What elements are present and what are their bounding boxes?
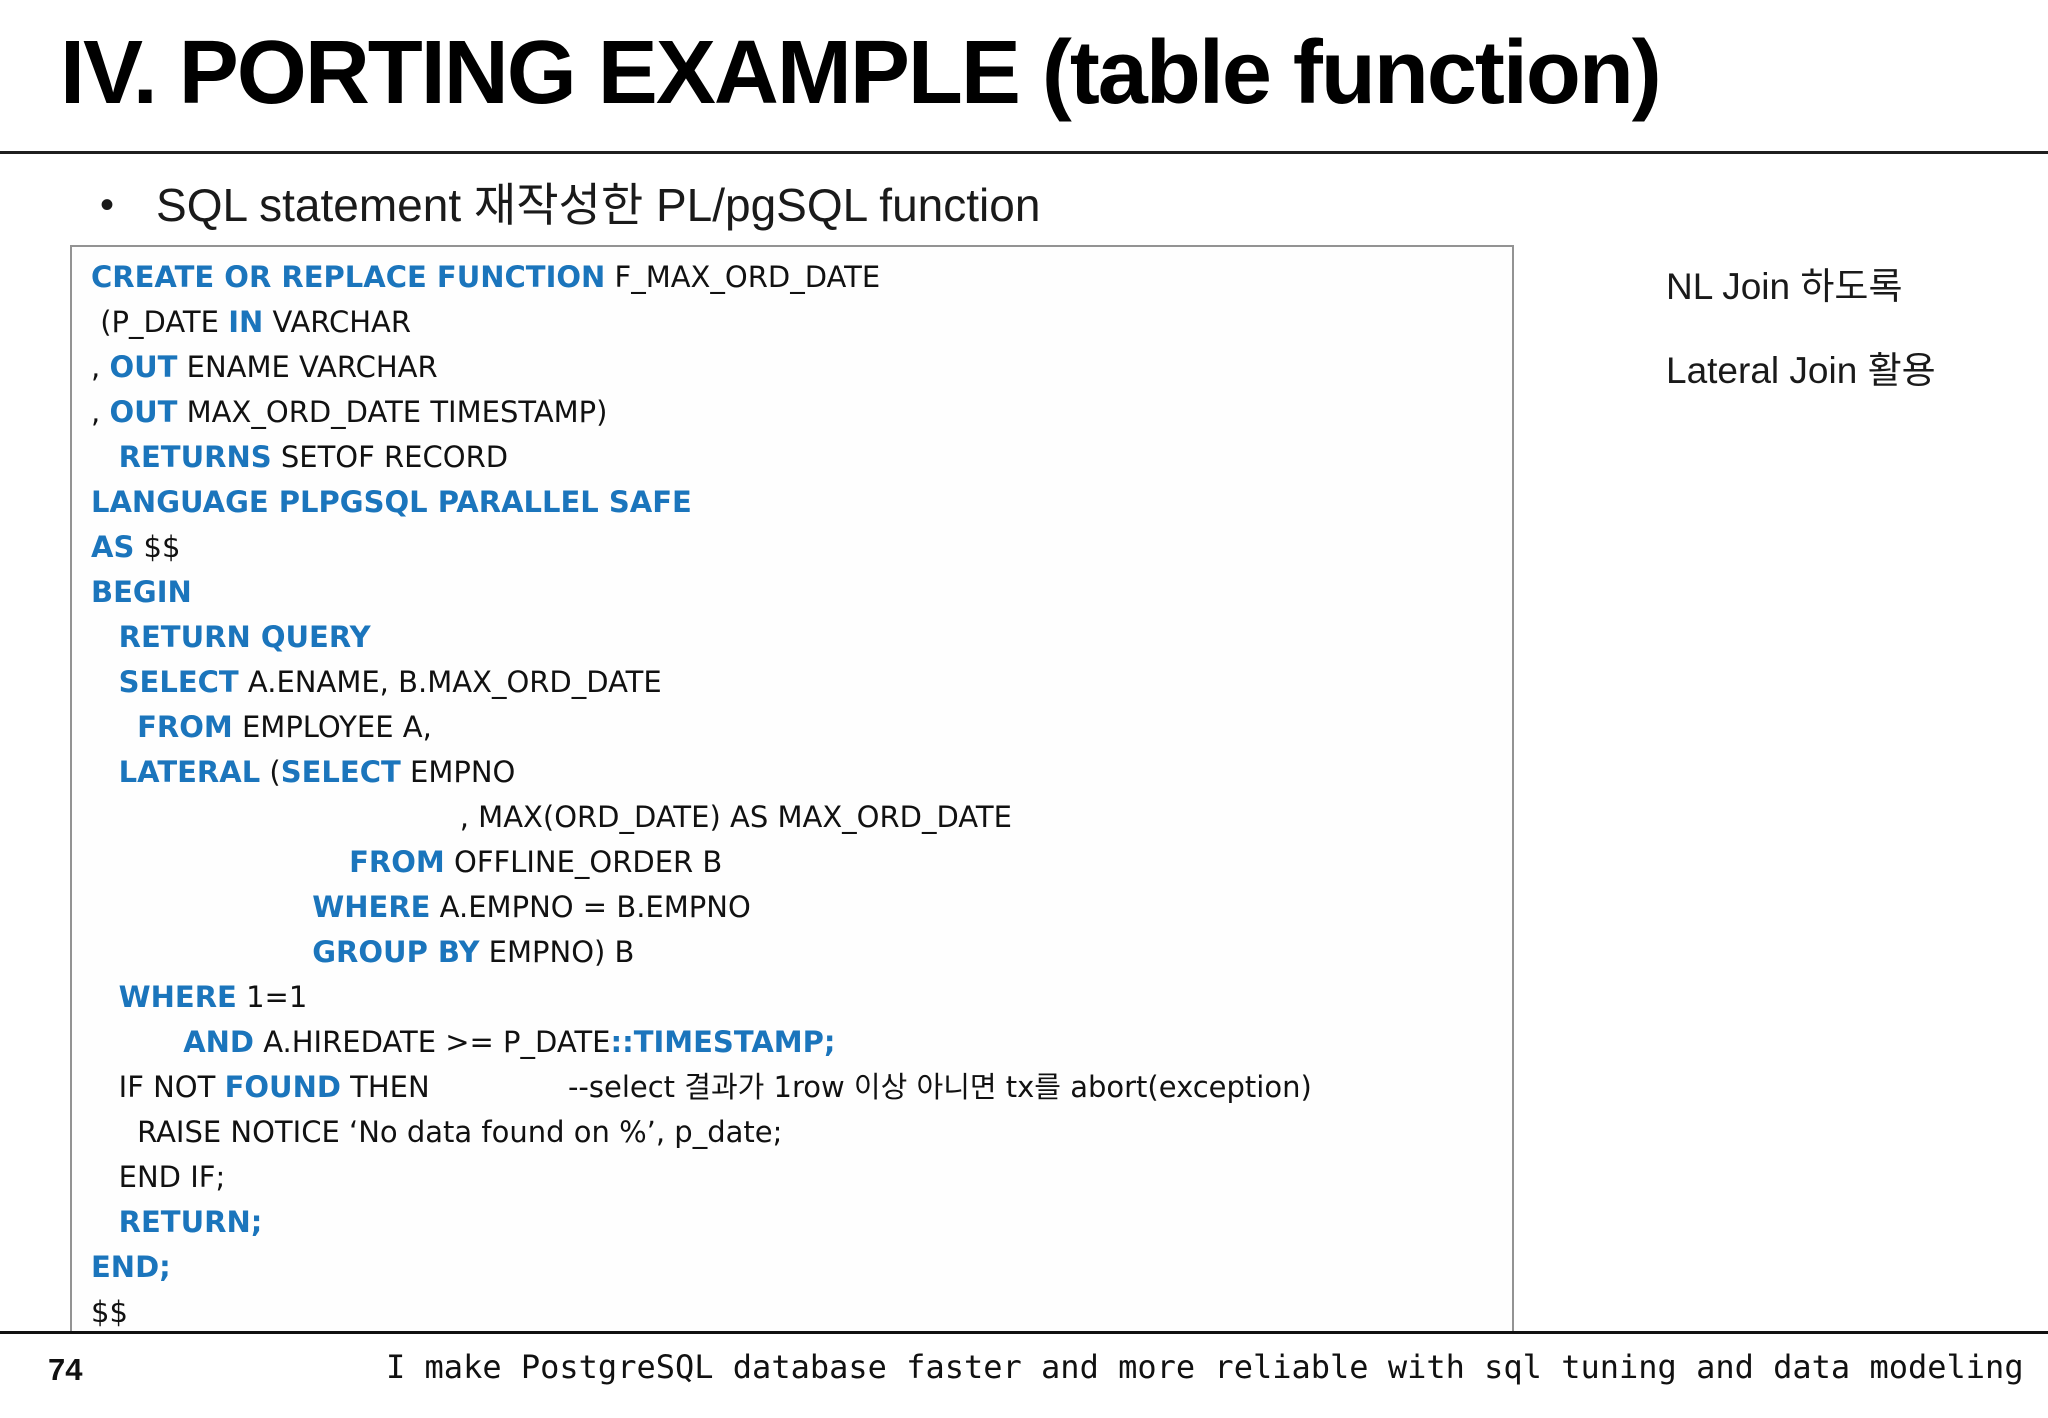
code-keyword: IN	[228, 305, 264, 339]
code-line: FROM OFFLINE_ORDER B	[91, 840, 1512, 885]
code-line: (P_DATE IN VARCHAR	[91, 300, 1512, 345]
code-keyword: FOUND	[224, 1070, 341, 1104]
code-text: OFFLINE_ORDER B	[444, 845, 723, 879]
code-text	[91, 935, 312, 969]
code-text: THEN --select 결과가 1row 이상 아니면 tx를 abort(…	[340, 1070, 1312, 1104]
code-line: LATERAL (SELECT EMPNO	[91, 750, 1512, 795]
code-text: A.HIREDATE >= P_DATE	[253, 1025, 611, 1059]
code-text: F_MAX_ORD_DATE	[605, 260, 881, 294]
code-text: (P_DATE	[91, 305, 229, 339]
code-keyword: END;	[91, 1250, 171, 1284]
footer-tagline: I make PostgreSQL database faster and mo…	[386, 1348, 2024, 1386]
code-text: VARCHAR	[263, 305, 412, 339]
code-keyword: LATERAL	[118, 755, 261, 789]
code-line: AS $$	[91, 525, 1512, 570]
page-title: IV. PORTING EXAMPLE (table function)	[60, 23, 1662, 123]
code-text	[91, 755, 119, 789]
code-text: RAISE NOTICE ‘No data found on %’, p_dat…	[91, 1115, 783, 1149]
code-keyword: WHERE	[312, 890, 431, 924]
code-text: , MAX(ORD_DATE) AS MAX_ORD_DATE	[91, 800, 1012, 834]
code-text	[91, 440, 119, 474]
code-text	[91, 890, 312, 924]
code-line: BEGIN	[91, 570, 1512, 615]
code-keyword: RETURN;	[118, 1205, 263, 1239]
code-line: FROM EMPLOYEE A,	[91, 705, 1512, 750]
code-line: GROUP BY EMPNO) B	[91, 930, 1512, 975]
code-line: RETURN QUERY	[91, 615, 1512, 660]
code-keyword: AS	[91, 530, 135, 564]
code-text: A.ENAME, B.MAX_ORD_DATE	[238, 665, 662, 699]
code-keyword: AND	[183, 1025, 254, 1059]
footer-divider	[0, 1331, 2048, 1334]
code-line: RAISE NOTICE ‘No data found on %’, p_dat…	[91, 1110, 1512, 1155]
code-keyword: GROUP BY	[312, 935, 480, 969]
code-lines-container: CREATE OR REPLACE FUNCTION F_MAX_ORD_DAT…	[72, 247, 1512, 1333]
code-text	[91, 710, 137, 744]
code-keyword: FROM	[349, 845, 445, 879]
code-keyword: FROM	[137, 710, 233, 744]
code-text	[91, 665, 119, 699]
code-line: END IF;	[91, 1155, 1512, 1200]
code-line: , MAX(ORD_DATE) AS MAX_ORD_DATE	[91, 795, 1512, 840]
code-text	[91, 980, 119, 1014]
bullet-marker: •	[100, 183, 115, 227]
code-line: RETURN;	[91, 1200, 1512, 1245]
code-line: IF NOT FOUND THEN --select 결과가 1row 이상 아…	[91, 1065, 1512, 1110]
title-divider	[0, 151, 2048, 154]
code-line: RETURNS SETOF RECORD	[91, 435, 1512, 480]
code-line: END;	[91, 1245, 1512, 1290]
code-text	[91, 1025, 183, 1059]
code-text: MAX_ORD_DATE TIMESTAMP)	[177, 395, 608, 429]
code-text: 1=1	[236, 980, 308, 1014]
code-text	[91, 1205, 119, 1239]
code-keyword: OUT	[109, 350, 178, 384]
page-number: 74	[48, 1352, 83, 1387]
code-keyword: SELECT	[118, 665, 239, 699]
code-line: $$	[91, 1290, 1512, 1333]
code-keyword: RETURNS	[118, 440, 272, 474]
code-keyword: SELECT	[280, 755, 401, 789]
code-text: EMPNO	[400, 755, 516, 789]
code-keyword: LANGUAGE PLPGSQL PARALLEL SAFE	[91, 485, 692, 519]
code-text: ENAME VARCHAR	[177, 350, 438, 384]
code-text: EMPLOYEE A,	[232, 710, 432, 744]
code-text: A.EMPNO = B.EMPNO	[430, 890, 751, 924]
code-keyword: ::TIMESTAMP;	[610, 1025, 836, 1059]
bullet-item: • SQL statement 재작성한 PL/pgSQL function	[100, 176, 1040, 234]
code-keyword: CREATE OR REPLACE FUNCTION	[91, 260, 606, 294]
code-keyword: BEGIN	[91, 575, 192, 609]
code-text: (	[260, 755, 281, 789]
code-line: , OUT MAX_ORD_DATE TIMESTAMP)	[91, 390, 1512, 435]
annotation-lateral-join: Lateral Join 활용	[1666, 350, 1936, 391]
code-line: CREATE OR REPLACE FUNCTION F_MAX_ORD_DAT…	[91, 255, 1512, 300]
code-line: LANGUAGE PLPGSQL PARALLEL SAFE	[91, 480, 1512, 525]
code-text: SETOF RECORD	[271, 440, 509, 474]
code-text: ,	[91, 350, 110, 384]
code-text	[91, 620, 119, 654]
bullet-text: SQL statement 재작성한 PL/pgSQL function	[156, 179, 1041, 231]
code-line: WHERE 1=1	[91, 975, 1512, 1020]
code-text: EMPNO) B	[479, 935, 635, 969]
code-line: SELECT A.ENAME, B.MAX_ORD_DATE	[91, 660, 1512, 705]
code-text	[91, 845, 349, 879]
code-keyword: RETURN QUERY	[118, 620, 371, 654]
code-block: CREATE OR REPLACE FUNCTION F_MAX_ORD_DAT…	[70, 245, 1514, 1333]
code-line: AND A.HIREDATE >= P_DATE::TIMESTAMP;	[91, 1020, 1512, 1065]
code-text: $$	[91, 1295, 128, 1329]
code-line: , OUT ENAME VARCHAR	[91, 345, 1512, 390]
code-line: WHERE A.EMPNO = B.EMPNO	[91, 885, 1512, 930]
code-text: END IF;	[91, 1160, 226, 1194]
code-keyword: OUT	[109, 395, 178, 429]
code-text: ,	[91, 395, 110, 429]
code-text: $$	[134, 530, 181, 564]
code-keyword: WHERE	[118, 980, 237, 1014]
code-text: IF NOT	[91, 1070, 225, 1104]
annotation-nl-join: NL Join 하도록	[1666, 266, 1903, 307]
